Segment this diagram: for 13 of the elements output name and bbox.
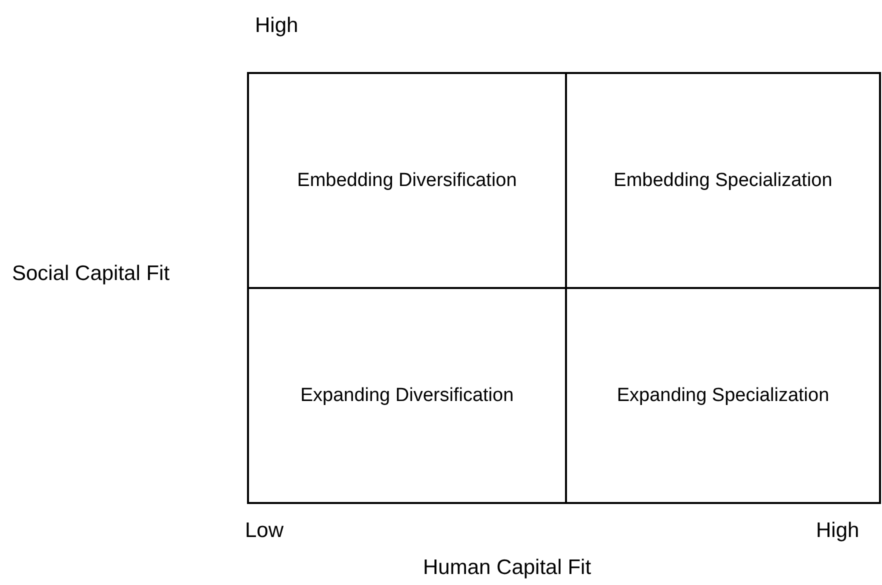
axis-end-label: Low xyxy=(245,519,284,543)
axis-title: Human Capital Fit xyxy=(423,556,592,580)
quadrant-box xyxy=(565,72,881,289)
axis-end-label: High xyxy=(816,519,860,543)
quadrant-label: Embedding Diversification xyxy=(297,170,517,192)
quadrant-box xyxy=(565,287,881,504)
axis-title: Social Capital Fit xyxy=(12,262,170,286)
axis-end-label: High xyxy=(255,14,298,38)
quadrant-label: Expanding Specialization xyxy=(616,384,830,406)
quadrant-box xyxy=(247,287,567,504)
quadrant-box xyxy=(247,72,567,289)
quadrant-label: Embedding Specialization xyxy=(614,170,832,192)
quadrant-label: Expanding Diversification xyxy=(300,384,514,406)
